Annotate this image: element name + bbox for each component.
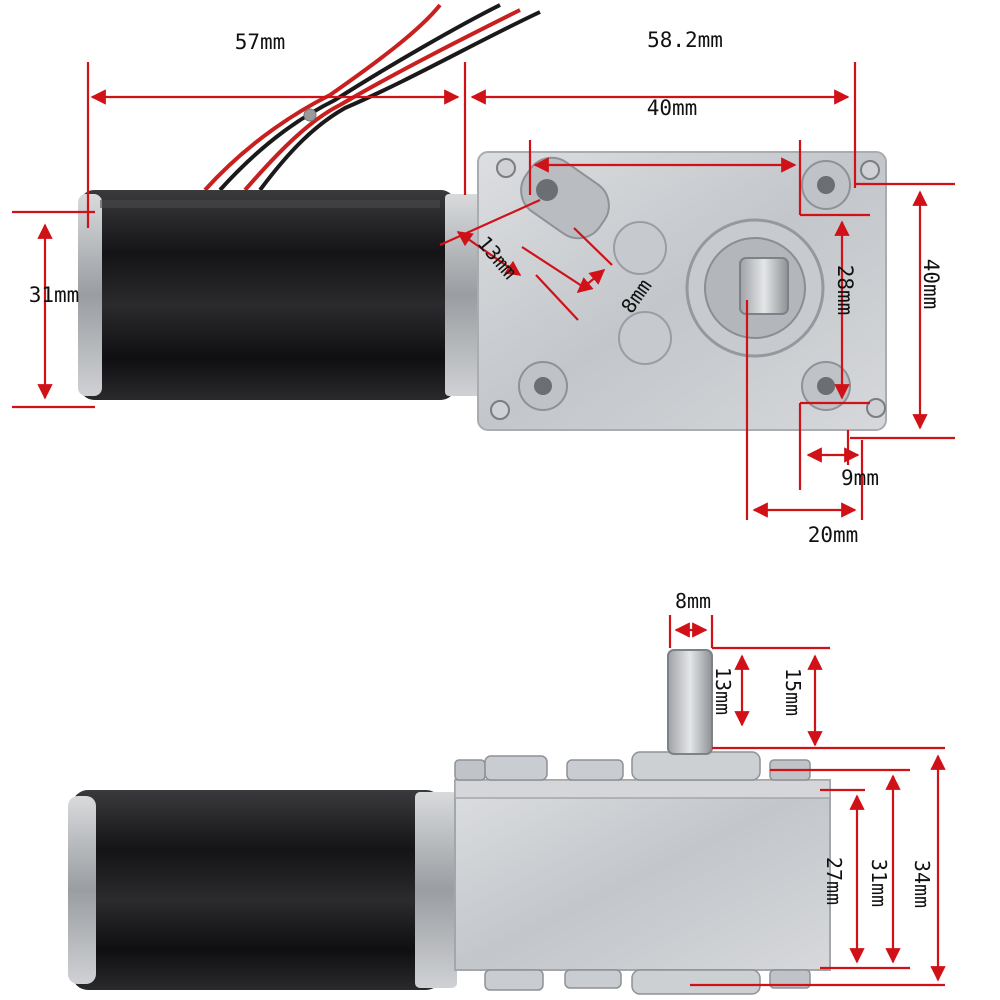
label-gearbox-depth: 27mm — [822, 857, 846, 905]
label-gearbox-length: 58.2mm — [647, 28, 723, 52]
label-shaft-flat-length: 13mm — [711, 667, 735, 715]
boss-icon — [613, 221, 667, 275]
label-shaft-length: 15mm — [781, 668, 805, 716]
boss-icon — [618, 311, 672, 365]
motor-body-side — [68, 790, 457, 990]
label-motor-diameter: 31mm — [29, 283, 80, 307]
screw-icon — [490, 400, 510, 420]
label-hole-spacing-vertical: 28mm — [833, 265, 857, 316]
top-dimension-lines — [12, 62, 955, 520]
screw-icon — [860, 160, 880, 180]
label-total-depth: 34mm — [910, 860, 934, 908]
side-dimension-lines — [668, 615, 946, 987]
screw-icon — [866, 398, 886, 418]
slot-mount — [520, 156, 610, 240]
output-shaft-icon — [739, 257, 789, 315]
label-gearbox-height: 40mm — [919, 259, 943, 310]
top-view: 57mm 58.2mm 40mm 31mm 13mm 8mm 28mm 40mm… — [12, 3, 955, 547]
dim-line-13mm — [456, 231, 522, 276]
gearbox-housing — [477, 151, 887, 431]
motor-body — [78, 190, 481, 400]
output-shaft-side-icon — [667, 649, 713, 755]
label-shaft-diameter: 8mm — [675, 589, 711, 613]
dim-line-8mm — [576, 269, 606, 293]
label-motor-length: 57mm — [235, 30, 286, 54]
screw-icon — [496, 158, 516, 178]
label-hole-spacing-horizontal: 40mm — [647, 96, 698, 120]
gearbox-side — [454, 649, 831, 995]
side-view: 8mm 13mm 15mm 27mm 31mm 34mm — [68, 589, 946, 995]
label-shaft-offset: 20mm — [808, 523, 859, 547]
label-hole-edge-offset: 9mm — [841, 466, 879, 490]
label-gearbox-depth-with-plate: 31mm — [867, 859, 891, 907]
